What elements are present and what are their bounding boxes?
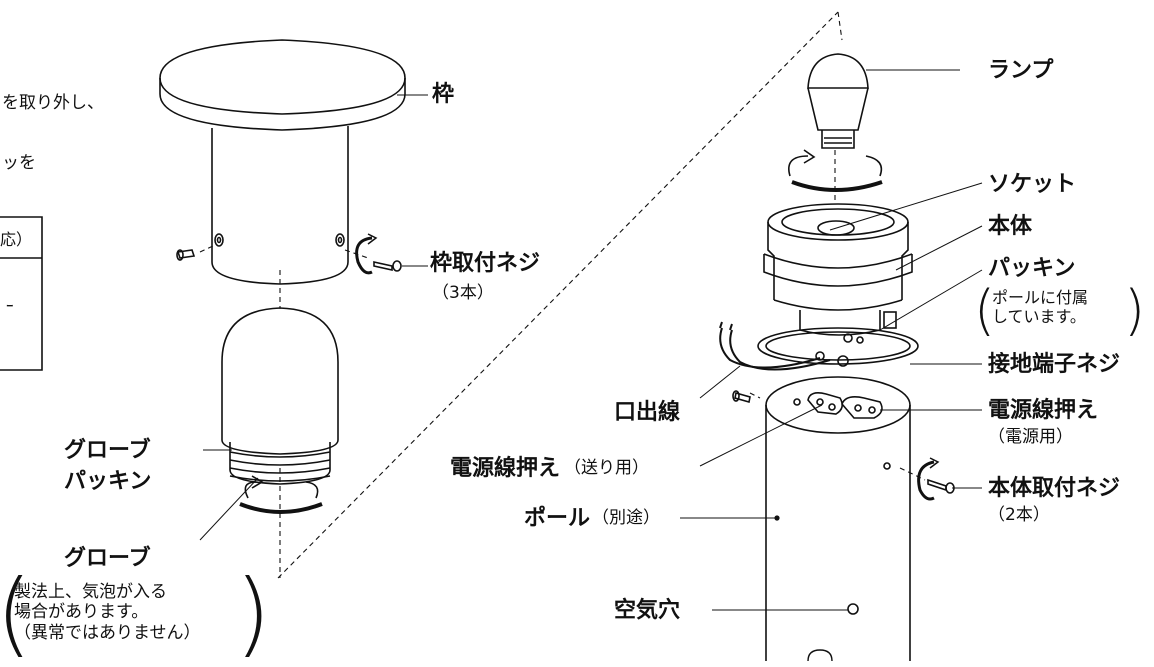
frame-part bbox=[159, 39, 406, 285]
table-header-fragment: 応） bbox=[0, 230, 33, 249]
globe-note: 製法上、気泡が入る 場合があります。 （異常ではありません） bbox=[14, 582, 201, 643]
globe-note-open-paren: ( bbox=[0, 568, 32, 660]
frame-screw-qty: （3本） bbox=[432, 283, 494, 303]
air-hole-label: 空気穴 bbox=[614, 598, 681, 623]
send-clamp-sub: （送り用） bbox=[564, 458, 649, 478]
globe-note-line1: 製法上、気泡が入る bbox=[14, 582, 167, 602]
lamp-part bbox=[807, 53, 960, 149]
body-screw-qty: （2本） bbox=[988, 505, 1050, 525]
globe-packing-label-line1: グローブ bbox=[64, 438, 151, 463]
socket-label: ソケット bbox=[988, 172, 1077, 197]
packing-ring bbox=[757, 327, 919, 365]
socket-body-part bbox=[763, 203, 913, 367]
assembly-guide-lines bbox=[199, 11, 926, 579]
packing-note-line1: ポールに付属 bbox=[992, 288, 1089, 307]
globe-note-line3: （異常ではありません） bbox=[14, 622, 201, 643]
packing-note: ポールに付属 しています。 bbox=[992, 288, 1088, 326]
globe-part bbox=[221, 307, 339, 514]
pole-part bbox=[765, 376, 911, 661]
globe-leaders bbox=[199, 94, 428, 541]
packing-note-line2: しています。 bbox=[992, 307, 1086, 327]
text-fragment-top: を取り外し、 bbox=[2, 93, 104, 113]
lead-wire bbox=[719, 321, 831, 371]
globe-note-line2: 場合があります。 bbox=[14, 602, 149, 623]
body-screw-label: 本体取付ネジ bbox=[988, 476, 1121, 501]
pole-sub: （別途） bbox=[592, 508, 660, 528]
packing-note-close-paren: ) bbox=[1124, 279, 1146, 342]
power-clamp-label: 電源線押え bbox=[988, 398, 1099, 423]
frame-screw-label: 枠取付ネジ bbox=[430, 251, 541, 276]
pole-label: ポール bbox=[524, 506, 591, 531]
lamp-rotation-arrow bbox=[788, 149, 883, 192]
table-cell-fragment: ｰ bbox=[6, 297, 14, 315]
partial-circle bbox=[807, 649, 833, 661]
ground-screw-label: 接地端子ネジ bbox=[988, 352, 1121, 377]
lead-wire-label: 口出線 bbox=[614, 400, 681, 425]
packing-label: パッキン bbox=[988, 256, 1076, 281]
lamp-label: ランプ bbox=[988, 58, 1054, 83]
partial-table bbox=[0, 216, 43, 371]
right-leaders bbox=[680, 182, 983, 611]
send-clamp-label: 電源線押え bbox=[450, 456, 561, 481]
power-clamp-sub: （電源用） bbox=[988, 427, 1073, 447]
globe-label: グローブ bbox=[64, 546, 151, 571]
packing-note-open-paren: ( bbox=[974, 279, 996, 342]
body-label: 本体 bbox=[988, 214, 1033, 239]
text-fragment-mid: ッを bbox=[2, 153, 36, 173]
globe-packing-label-line2: パッキン bbox=[64, 469, 152, 494]
globe-note-close-paren: ) bbox=[235, 560, 271, 667]
frame-label: 枠 bbox=[432, 82, 455, 107]
frame-screw-icons bbox=[176, 233, 402, 275]
